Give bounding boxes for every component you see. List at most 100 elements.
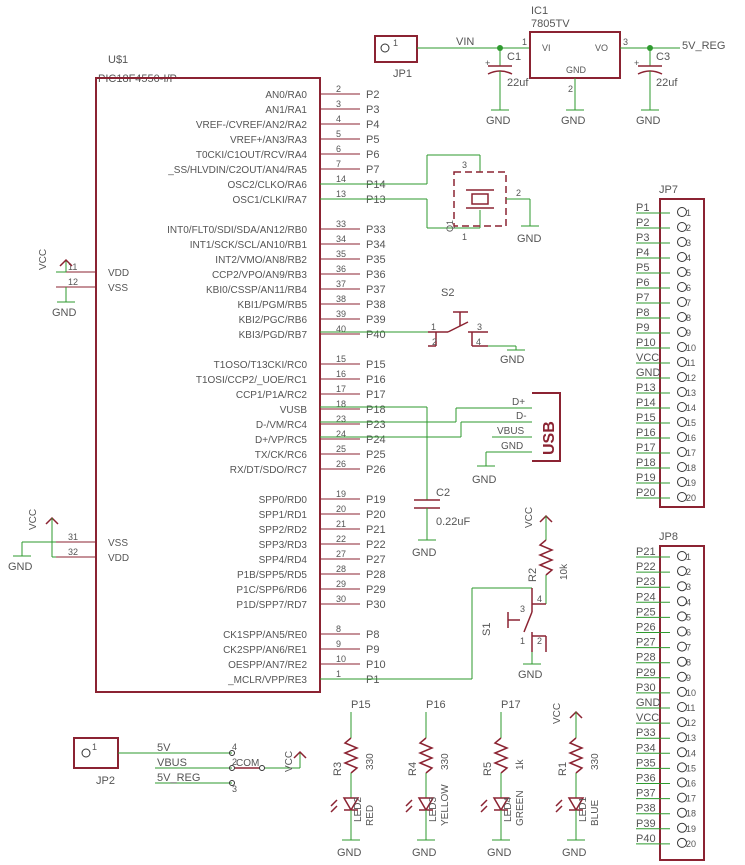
u1-pin-function: SPP0/RD0	[259, 495, 308, 506]
jp7-pin-label: P2	[636, 217, 649, 229]
c1-value: 22uf	[507, 77, 529, 89]
jp7-pin-pad	[677, 252, 687, 262]
svg-text:GND: GND	[412, 547, 437, 559]
r2-label: R2	[527, 568, 539, 582]
jp8-pin-number: 15	[686, 763, 696, 773]
u1-pin-number: 14	[336, 174, 346, 184]
jp7-header	[659, 198, 705, 508]
svg-text:3: 3	[477, 322, 482, 332]
jp7-pin-number: 2	[686, 223, 691, 233]
jp7-pin-number: 7	[686, 298, 691, 308]
jp7-pin-number: 12	[686, 373, 696, 383]
jp8-pin-number: 17	[686, 794, 696, 804]
u1-pin-net: P13	[366, 194, 386, 206]
jp7-pin-label: P8	[636, 307, 649, 319]
jp7-pin-number: 15	[686, 418, 696, 428]
svg-text:4: 4	[232, 742, 237, 752]
jp8-pin-number: 5	[686, 612, 691, 622]
u1-pin-number: 33	[336, 219, 346, 229]
ic1-label: IC1	[531, 5, 548, 17]
jp7-pin-pad	[677, 417, 687, 427]
u1-pin-number: 28	[336, 564, 346, 574]
jp8-pin-number: 16	[686, 779, 696, 789]
crystal-q1: GND 3 2 1 Q1	[320, 154, 542, 245]
jp7-pin-pad	[677, 207, 687, 217]
u1-pin-function: P1D/SPP7/RD7	[236, 600, 307, 611]
u1-pin-function: T0CKI/C1OUT/RCV/RA4	[196, 150, 308, 161]
jp7-pin-pad	[677, 327, 687, 337]
u1-pin-net: P17	[366, 389, 386, 401]
u1-pin-number: 24	[336, 429, 346, 439]
usb-title: USB	[541, 421, 558, 455]
led-resistor-value: 330	[590, 753, 601, 770]
jp7-pin-label: VCC	[636, 352, 659, 364]
jp8-pin-label: P40	[636, 833, 656, 845]
u1-pin-function: P1B/SPP5/RD5	[237, 570, 307, 581]
svg-text:3: 3	[232, 784, 237, 794]
c2-label: C2	[436, 487, 450, 499]
jp7-pin-label: GND	[636, 367, 661, 379]
jp8-pin-label: P38	[636, 803, 656, 815]
u1-pin-number: 2	[336, 84, 341, 94]
jp7-pin-label: P3	[636, 232, 649, 244]
jp8-pin-number: 4	[686, 597, 691, 607]
u1-pin-function: OSC1/CLKI/RA7	[233, 195, 308, 206]
jp7-pin-label: P14	[636, 397, 656, 409]
jp7-pin-pad	[677, 477, 687, 487]
jp8-pin-pad	[677, 671, 687, 682]
jp8-pin-label: P37	[636, 788, 656, 800]
jp8-pin-pad	[677, 581, 687, 592]
jp8-pin-pad	[677, 717, 687, 728]
svg-text:GND: GND	[561, 115, 586, 127]
jp8-pin-label: P23	[636, 576, 656, 588]
u1-pin-net: P35	[366, 254, 386, 266]
u1-pin-function: CK1SPP/AN5/RE0	[223, 630, 307, 641]
u1-pin-net: P8	[366, 629, 379, 641]
u1-pin-net: P7	[366, 164, 379, 176]
u1-pin-number: 20	[336, 504, 346, 514]
jp8-pin-pad	[677, 596, 687, 607]
svg-text:32: 32	[68, 547, 78, 557]
jp7-pin-pad	[677, 447, 687, 457]
jp8-pin-pad	[677, 732, 687, 743]
led-name: LED3	[428, 797, 439, 822]
u1-pin-function: P1C/SPP6/RD6	[236, 585, 307, 596]
u1-pin-net: P23	[366, 419, 386, 431]
jp7-pin-label: P15	[636, 412, 656, 424]
svg-text:GND: GND	[517, 233, 542, 245]
led-resistor-value: 330	[365, 753, 376, 770]
svg-text:+: +	[485, 58, 490, 68]
u1-pin-function: KBI3/PGD/RB7	[239, 330, 308, 341]
svg-text:VSS: VSS	[108, 283, 128, 294]
u1-pin-number: 34	[336, 234, 346, 244]
jp8-pin-pad	[677, 641, 687, 652]
jp7-label: JP7	[659, 184, 678, 196]
svg-text:GND: GND	[518, 669, 543, 681]
u1-pin-function: RX/DT/SDO/RC7	[230, 465, 308, 476]
u1-pin-number: 3	[336, 99, 341, 109]
jp7-pin-pad	[677, 282, 687, 292]
jp8-pin-label: P33	[636, 727, 656, 739]
jp2-com: COM	[236, 758, 259, 769]
u1-pin-net: P14	[366, 179, 386, 191]
u1-pin-net: P25	[366, 449, 386, 461]
u1-pin-function: _MCLR/VPP/RE3	[227, 675, 307, 686]
u1-pin-number: 13	[336, 189, 346, 199]
u1-pin-function: D+/VP/RC5	[255, 435, 307, 446]
u1-pin-net: P40	[366, 329, 386, 341]
ic1-vi: VI	[542, 43, 551, 53]
u1-pin-net: P16	[366, 374, 386, 386]
u1-pin-net: P30	[366, 599, 386, 611]
jp8-pin-number: 6	[686, 628, 691, 638]
u1-pin-function: INT1/SCK/SCL/AN10/RB1	[190, 240, 308, 251]
ic1-gnd: GND	[566, 65, 587, 75]
led-net: P16	[426, 699, 446, 711]
svg-text:VCC: VCC	[524, 507, 535, 528]
u1-pin-number: 15	[336, 354, 346, 364]
vin-net-label: VIN	[456, 36, 474, 48]
